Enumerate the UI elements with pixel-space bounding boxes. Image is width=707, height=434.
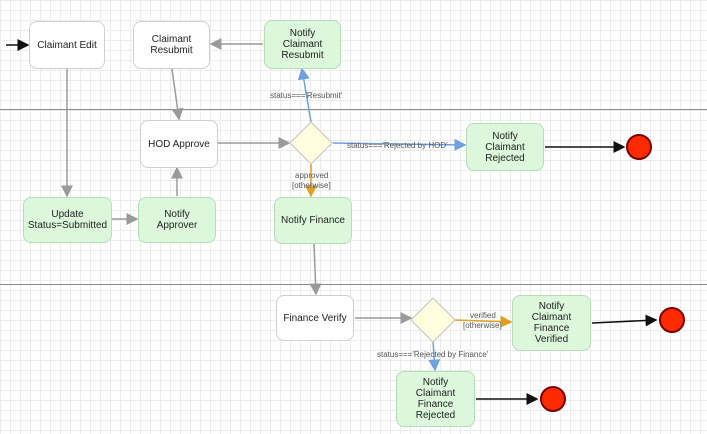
connector-rejected-by-finance [428, 340, 441, 372]
task-notify-claimant-finance-rejected[interactable]: Notify Claimant Finance Rejected [396, 371, 475, 427]
task-finance-verify[interactable]: Finance Verify [276, 295, 354, 341]
task-notify-claimant-finance-verified[interactable]: Notify Claimant Finance Verified [512, 295, 591, 351]
connector [309, 243, 322, 296]
edge-label-approved-otherwise: [otherwise] [292, 181, 331, 190]
edge-label-verified-otherwise: [otherwise] [463, 321, 502, 330]
task-notify-claimant-rejected[interactable]: Notify Claimant Rejected [466, 123, 544, 171]
connector-rejected-by-hod [332, 138, 467, 151]
edge-label-approved: approved [295, 171, 328, 180]
end-event [626, 134, 652, 160]
swimlane-divider [0, 284, 707, 285]
task-claimant-resubmit[interactable]: Claimant Resubmit [133, 21, 210, 69]
task-notify-finance[interactable]: Notify Finance [274, 197, 352, 244]
task-hod-approve[interactable]: HOD Approve [140, 120, 218, 168]
edge-label-verified: verified [470, 311, 496, 320]
end-event [659, 307, 685, 333]
decision-gateway-finance [410, 297, 456, 343]
edge-label-rejected-by-finance: status==='Rejected by Finance' [377, 350, 489, 359]
edge-label-rejected-by-hod: status==='Rejected by HOD' [347, 141, 448, 150]
decision-gateway-hod [289, 121, 333, 165]
edge-label-resubmit: status==='Resubmit' [270, 91, 343, 100]
connector [171, 68, 184, 121]
task-notify-claimant-resubmit[interactable]: Notify Claimant Resubmit [264, 20, 341, 69]
connector [591, 314, 658, 327]
task-claimant-edit[interactable]: Claimant Edit [29, 21, 105, 69]
task-notify-approver[interactable]: Notify Approver [138, 197, 216, 243]
connector-resubmit [297, 67, 312, 123]
swimlane-divider [0, 109, 707, 110]
task-update-status[interactable]: Update Status=Submitted [23, 197, 112, 243]
end-event [540, 386, 566, 412]
connector-verified [454, 315, 513, 328]
